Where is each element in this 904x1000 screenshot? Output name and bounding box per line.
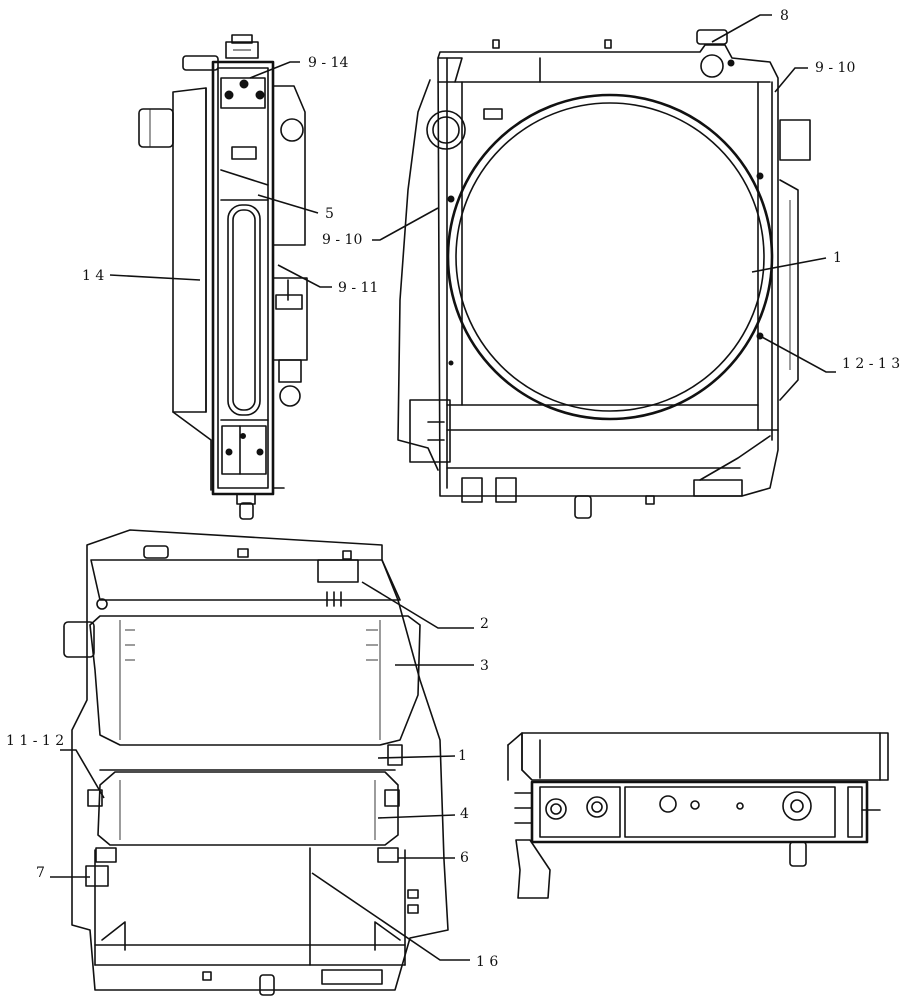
callout-8: 8	[780, 8, 789, 24]
callout-11-12: 1 1 - 1 2	[6, 733, 64, 749]
callout-1-rear: 1	[458, 748, 467, 764]
callout-6: 6	[460, 850, 469, 866]
radiator-front-view	[397, 29, 811, 519]
callout-16: 1 6	[476, 954, 498, 970]
callout-4: 4	[460, 806, 469, 822]
callout-14: 1 4	[82, 268, 104, 284]
radiator-side-view	[138, 34, 308, 520]
callouts: 8 9 - 14 9 - 10 5 9 - 10 9 - 11 1 4 1 1 …	[6, 8, 900, 970]
callout-7: 7	[36, 865, 45, 881]
callout-1-front: 1	[833, 250, 842, 266]
callout-9-10-left: 9 - 10	[322, 232, 362, 248]
callout-12-13: 1 2 - 1 3	[842, 356, 900, 372]
callout-2: 2	[480, 616, 489, 632]
callout-5: 5	[325, 206, 334, 222]
callout-9-11: 9 - 11	[338, 280, 378, 296]
callout-3: 3	[480, 658, 489, 674]
callout-9-14: 9 - 14	[308, 55, 348, 71]
radiator-rear-view	[63, 529, 449, 996]
radiator-top-view	[507, 732, 889, 899]
callout-9-10-right: 9 - 10	[815, 60, 855, 76]
